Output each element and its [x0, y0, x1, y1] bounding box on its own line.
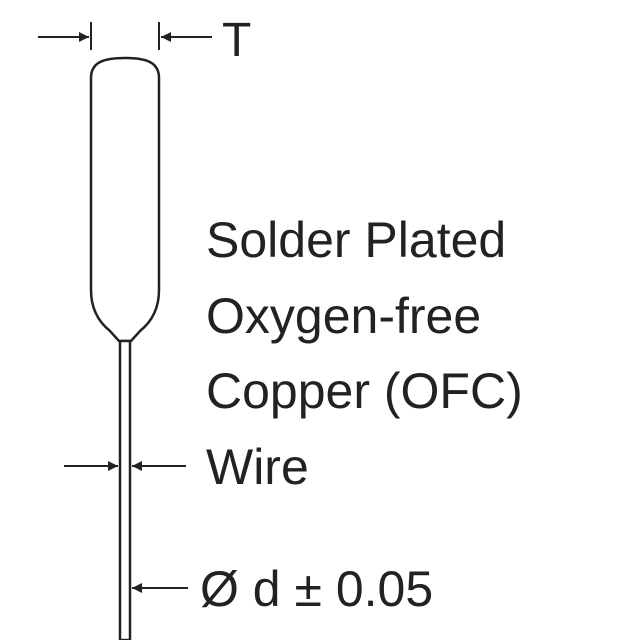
material-label-line-1: Solder Plated [206, 212, 506, 268]
material-label-line-4: Wire [206, 439, 309, 495]
material-callout: Solder Plated Oxygen-free Copper (OFC) W… [206, 212, 523, 495]
component-body [89, 56, 161, 343]
thickness-dimension: T [38, 14, 251, 67]
material-label-line-2: Oxygen-free [206, 288, 481, 344]
material-label-line-3: Copper (OFC) [206, 363, 523, 419]
diameter-label: Ø d ± 0.05 [200, 561, 433, 617]
lead-wire [118, 339, 132, 640]
thickness-label: T [222, 14, 251, 67]
diameter-callout: Ø d ± 0.05 [132, 561, 433, 617]
